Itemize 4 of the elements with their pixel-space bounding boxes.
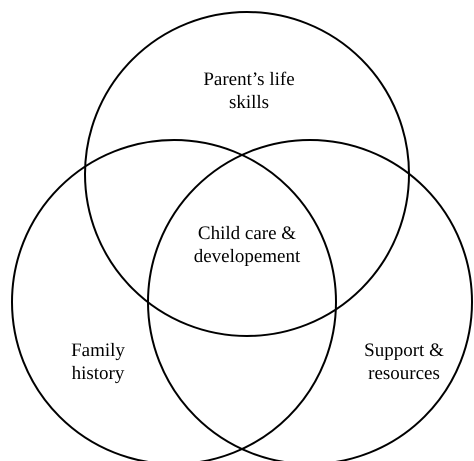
circle-label: Parent’s life skills [202, 68, 296, 114]
circle-label: Support & resources [363, 339, 445, 385]
circle-label: Family history [70, 339, 126, 385]
center-label: Child care & developement [192, 222, 302, 268]
